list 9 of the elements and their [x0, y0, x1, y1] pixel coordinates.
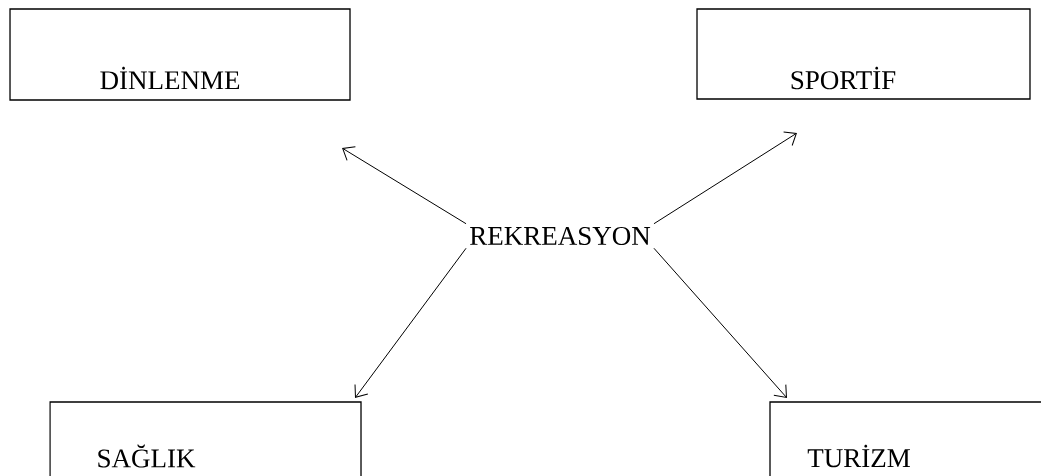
text-box: DİNLENME [9, 8, 351, 101]
text-box: SAĞLIK [49, 401, 362, 476]
text-box: TURİZM [769, 401, 1041, 476]
arrow [342, 146, 467, 225]
text-box: SPORTİF [696, 8, 1031, 100]
center-label: REKREASYON [470, 226, 651, 246]
arrow [354, 247, 467, 398]
arrow [653, 247, 787, 398]
arrow [653, 131, 797, 225]
